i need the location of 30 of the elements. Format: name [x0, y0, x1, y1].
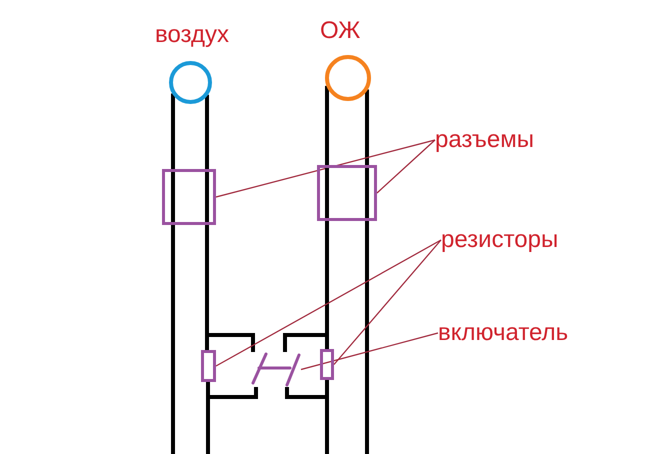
leader-line: [376, 140, 436, 194]
wire: [365, 89, 369, 165]
wire: [206, 382, 210, 397]
wire: [171, 225, 175, 454]
leader-line: [334, 240, 442, 365]
wire: [205, 94, 209, 169]
channel-label: воздух: [155, 21, 230, 49]
callout-label: разъемы: [435, 126, 534, 154]
channel-label: ОЖ: [320, 17, 360, 45]
wire: [285, 387, 327, 399]
wire: [171, 94, 175, 169]
wire: [207, 333, 255, 352]
wire: [206, 397, 210, 454]
leader-line: [216, 139, 436, 198]
callout-label: резисторы: [441, 226, 558, 254]
wire: [325, 221, 329, 335]
leader-line: [300, 332, 438, 370]
wire: [325, 397, 329, 454]
wire: [325, 335, 329, 349]
wire: [325, 380, 329, 397]
callout-label: включатель: [438, 319, 568, 347]
wire: [325, 86, 329, 165]
resistor-symbol: [201, 350, 216, 382]
leader-line: [216, 239, 442, 367]
connector-box: [317, 165, 377, 221]
wire: [283, 333, 327, 352]
wire: [208, 387, 258, 399]
wire: [365, 221, 369, 454]
resistor-symbol: [320, 349, 334, 380]
connector-box: [162, 169, 216, 225]
